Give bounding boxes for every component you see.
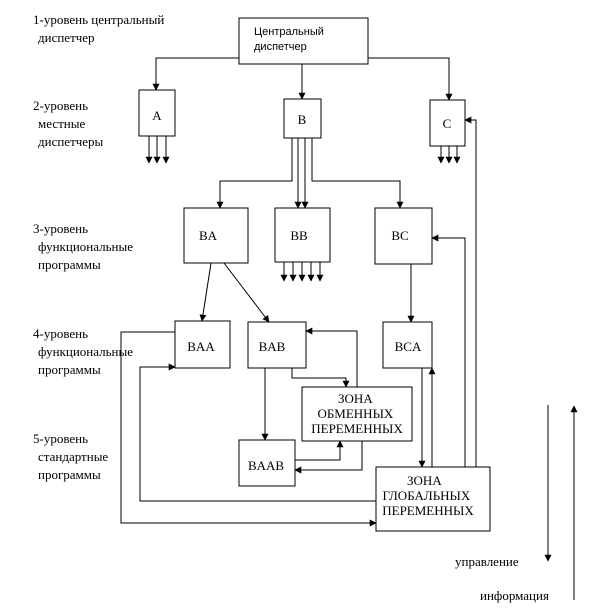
box-bb: BB — [274, 207, 331, 263]
edge-exchange-baab — [294, 441, 363, 474]
box-bca: BCA — [382, 321, 433, 369]
box-c-label: C — [443, 116, 452, 131]
box-ba-label: BA — [199, 228, 218, 243]
box-ba: BA — [183, 207, 249, 264]
box-baab-label: BAAB — [248, 458, 284, 473]
edge-central-c — [368, 57, 453, 101]
box-a-label: A — [152, 108, 162, 123]
level-1-label: 1-уровень центральный диспетчер — [33, 12, 168, 45]
box-global-label: ЗОНА ГЛОБАЛЬНЫХ ПЕРЕМЕННЫХ — [382, 473, 474, 518]
edge-baab-exchange — [295, 440, 344, 461]
edge-global-bc — [431, 234, 466, 467]
box-c: C — [429, 99, 466, 147]
level-5-label: 5-уровень стандартные программы — [33, 431, 111, 482]
level-2-label: 2-уровень местные диспетчеры — [33, 98, 104, 149]
box-bca-label: BCA — [395, 339, 422, 354]
box-baa: BAA — [174, 320, 231, 369]
edge-b-ba — [216, 138, 293, 209]
edge-global-baa — [139, 363, 376, 502]
box-b-label: B — [298, 112, 307, 127]
edge-b-bc — [311, 138, 404, 209]
information-label: информация — [480, 588, 549, 603]
box-central-dispatcher: Центральный диспетчер — [238, 17, 369, 65]
level-3-label: 3-уровень функциональные программы — [33, 221, 136, 272]
box-bab: BAB — [247, 321, 307, 369]
box-bb-label: BB — [290, 228, 308, 243]
box-baa-label: BAA — [187, 339, 215, 354]
box-exchange-label: ЗОНА ОБМЕННЫХ ПЕРЕМЕННЫХ — [311, 391, 403, 436]
box-central-label: Центральный диспетчер — [254, 26, 327, 53]
box-global-zone: ЗОНА ГЛОБАЛЬНЫХ ПЕРЕМЕННЫХ — [375, 466, 491, 532]
control-label: управление — [455, 554, 519, 569]
edge-global-c — [464, 116, 477, 467]
box-bc: BC — [374, 207, 433, 265]
box-bc-label: BC — [391, 228, 408, 243]
box-bab-label: BAB — [259, 339, 286, 354]
edge-bab-exchange — [291, 368, 350, 388]
box-a: A — [138, 89, 176, 137]
edge-central-a — [152, 57, 239, 91]
edge-ba-baa — [199, 262, 212, 322]
box-baab: BAAB — [238, 439, 296, 487]
level-4-label: 4-уровень функциональные программы — [33, 326, 136, 377]
box-exchange-zone: ЗОНА ОБМЕННЫХ ПЕРЕМЕННЫХ — [301, 386, 413, 442]
edge-exchange-bab — [305, 327, 358, 387]
edge-ba-bab — [223, 262, 270, 323]
box-b: B — [283, 98, 322, 139]
edge-baa-global — [120, 331, 377, 527]
